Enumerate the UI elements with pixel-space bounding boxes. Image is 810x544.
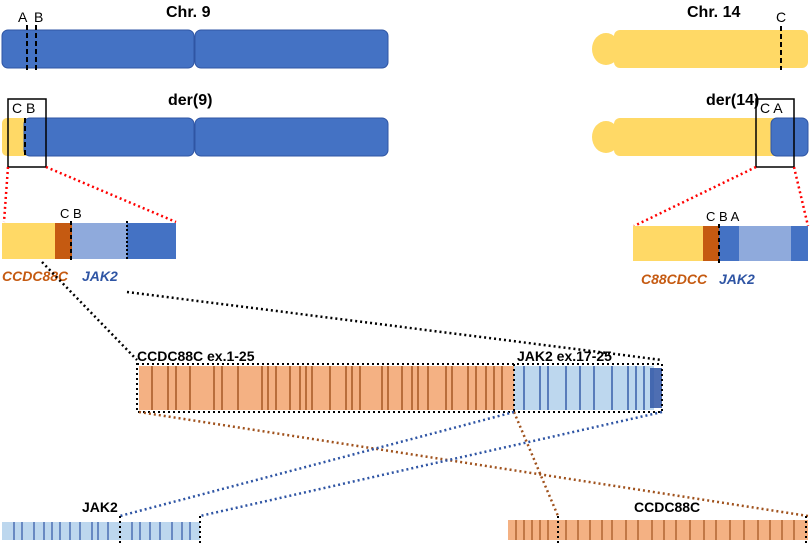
der14-group: C A der(14) xyxy=(592,92,809,168)
der9-zoom-lightblue xyxy=(72,223,127,259)
fusion-ccdc88c-label: CCDC88C ex.1-25 xyxy=(137,348,255,364)
bottom-ccdc88c-bar xyxy=(508,520,808,540)
der14-gene-jak2: JAK2 xyxy=(719,271,755,287)
brown-line-to-ccdc88c-mid xyxy=(512,411,560,517)
der9-zoom-line-left xyxy=(2,166,10,223)
fusion-jak2-end-block xyxy=(650,368,662,408)
der14-zoom-line-right xyxy=(792,166,810,227)
bottom-ccdc88c-exons xyxy=(515,520,795,540)
red-zoom-lines xyxy=(2,165,810,228)
der9-zoom-darkblue xyxy=(127,223,176,259)
der9-group: C B der(9) xyxy=(2,92,389,168)
der9-title: der(9) xyxy=(168,92,212,109)
bottom-jak2-exons xyxy=(13,522,191,540)
der14-short-arm xyxy=(592,121,620,153)
der9-zoom-line-right xyxy=(45,165,177,224)
der9-zoom-yellow xyxy=(2,223,56,259)
chr9-title: Chr. 9 xyxy=(166,4,211,21)
der14-zoom-lightblue xyxy=(739,226,791,261)
fusion-jak2-segment xyxy=(514,366,654,410)
bottom-jak2-gene: JAK2 xyxy=(2,499,201,544)
der14-zoom-blue-2 xyxy=(791,226,808,261)
der9-zoom-cb-label: C B xyxy=(60,206,82,221)
chr14-breakpoint-c-label: C xyxy=(776,9,786,25)
der14-zoom-orange xyxy=(703,226,719,261)
chr9-group: A B Chr. 9 xyxy=(1,4,389,72)
chr9-breakpoint-a-label: A xyxy=(18,9,28,25)
der14-zoom-box xyxy=(755,98,795,168)
bottom-connectors xyxy=(119,410,809,518)
chr14-long-arm xyxy=(614,30,808,68)
der9-blue-arm-left xyxy=(23,117,195,157)
der14-title: der(14) xyxy=(706,92,759,109)
der14-zoom-junction: C B A C88CDCC JAK2 xyxy=(633,209,808,287)
der9-blue-arm-right xyxy=(194,117,389,157)
bottom-jak2-label: JAK2 xyxy=(82,499,118,515)
der9-zoom-box xyxy=(7,98,47,168)
fusion-transcript: CCDC88C ex.1-25 JAK2 ex.17-25 xyxy=(136,348,663,413)
chr14-title: Chr. 14 xyxy=(687,4,740,21)
chr9-arm-left xyxy=(1,29,195,69)
chr9-breakpoint-b-label: B xyxy=(34,9,43,25)
der9-gene-jak2: JAK2 xyxy=(82,268,118,284)
fusion-ccdc88c-exons xyxy=(151,366,503,410)
der9-zoom-junction: C B CCDC88C JAK2 xyxy=(2,206,176,284)
chr14-group: C Chr. 14 xyxy=(592,4,808,70)
der9-yellow-segment xyxy=(2,118,30,156)
der14-zoom-blue-1 xyxy=(719,226,739,261)
der9-zoom-orange xyxy=(55,223,72,259)
der14-zoom-cba-label: C B A xyxy=(706,209,740,224)
der9-cb-label: C B xyxy=(12,100,35,116)
der9-gene-ccdc88c: CCDC88C xyxy=(2,268,69,284)
der14-gene-c88cdcc: C88CDCC xyxy=(641,271,708,287)
bottom-jak2-bar xyxy=(2,522,200,540)
fusion-jak2-exons xyxy=(523,366,645,410)
der14-zoom-yellow xyxy=(633,226,703,261)
chr9-arm-right xyxy=(194,29,389,69)
fusion-jak2-label: JAK2 ex.17-25 xyxy=(517,348,612,364)
black-fusion-lines xyxy=(41,261,663,362)
fusion-frame xyxy=(136,363,663,413)
chr14-short-arm xyxy=(592,33,620,65)
der14-yellow-arm xyxy=(614,118,782,156)
brown-line-to-ccdc88c-start xyxy=(138,410,809,518)
bottom-ccdc88c-gene: CCDC88C xyxy=(508,499,808,544)
der14-blue-tip xyxy=(770,117,809,157)
der14-ca-label: C A xyxy=(760,100,783,116)
bottom-ccdc88c-label: CCDC88C xyxy=(634,499,700,515)
blue-line-to-jak2-start xyxy=(119,410,515,518)
fusion-ccdc88c-segment xyxy=(139,366,514,410)
blue-line-to-jak2-end xyxy=(199,410,663,518)
